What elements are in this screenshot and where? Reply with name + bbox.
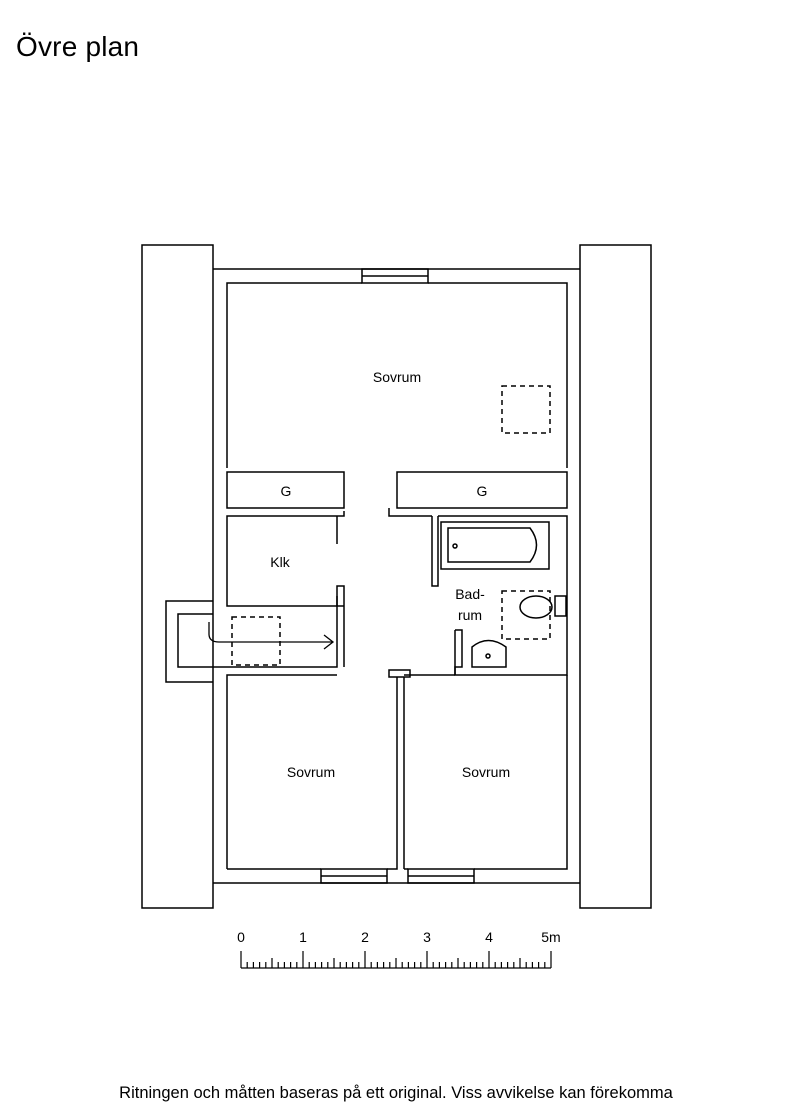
label-closet-left: G: [281, 483, 292, 499]
label-closet-right: G: [477, 483, 488, 499]
toilet-icon: [519, 595, 567, 619]
sovrum-bottom-left-walls: [226, 674, 398, 870]
left-roof-slope: [141, 244, 214, 909]
closet-right: [396, 471, 568, 509]
right-roof-slope: [579, 244, 652, 909]
shower-dashed-area: [501, 590, 551, 640]
scale-label-5: 5m: [541, 929, 560, 945]
scale-bar: [240, 951, 552, 969]
scale-labels: 0 1 2 3 4 5m: [237, 929, 561, 945]
label-sovrum-bottom-left: Sovrum: [287, 764, 335, 780]
stair-arrow-head: [323, 634, 335, 650]
label-badrum-line1: Bad-: [455, 586, 485, 602]
scale-label-0: 0: [237, 929, 245, 945]
sovrum-top-walls: [226, 282, 568, 468]
bathtub-icon: [440, 521, 550, 570]
stair-arrow-path: [208, 622, 333, 643]
sovrum-bottom-right-walls: [403, 674, 568, 870]
stair-opening: [231, 616, 281, 666]
page-title: Övre plan: [16, 31, 140, 62]
corridor-stub-bottom: [388, 669, 411, 678]
badrum-walls: [431, 515, 568, 676]
disclaimer-text: Ritningen och måtten baseras på ett orig…: [119, 1084, 673, 1102]
scale-label-4: 4: [485, 929, 493, 945]
label-badrum-line2: rum: [458, 607, 482, 623]
scale-label-3: 3: [423, 929, 431, 945]
label-klk: Klk: [270, 554, 290, 570]
window-bottom-right: [407, 868, 475, 884]
corridor-stub-left: [388, 508, 432, 517]
scale-label-2: 2: [361, 929, 369, 945]
label-sovrum-bottom-right: Sovrum: [462, 764, 510, 780]
washbasin-icon: [471, 639, 507, 668]
window-bottom-left: [320, 868, 388, 884]
stair-walls: [165, 585, 345, 683]
closet-left: [226, 471, 345, 509]
window-top: [361, 268, 429, 284]
label-sovrum-top: Sovrum: [373, 369, 421, 385]
skylight-top: [501, 385, 551, 434]
scale-label-1: 1: [299, 929, 307, 945]
